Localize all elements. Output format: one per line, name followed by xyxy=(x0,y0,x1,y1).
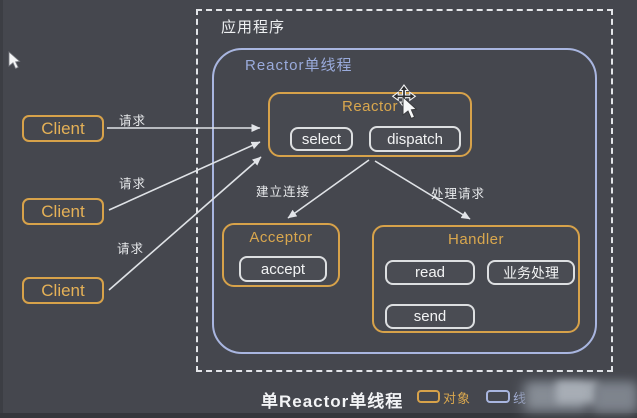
left-edge-shade xyxy=(0,0,3,418)
application-label: 应用程序 xyxy=(221,19,286,36)
watermark-blur-blob xyxy=(556,381,598,403)
watermark-blur-blob xyxy=(594,383,636,411)
client-label: Client xyxy=(41,118,85,138)
client-label: Client xyxy=(41,201,85,221)
legend-object-swatch xyxy=(417,390,440,403)
handler-title: Handler xyxy=(447,231,505,248)
request-label-1: 请求 xyxy=(119,114,147,128)
request-label-3: 请求 xyxy=(117,242,145,256)
client-box-1: Client xyxy=(22,115,104,142)
accept-box: accept xyxy=(239,256,327,282)
legend-thread-swatch xyxy=(486,390,510,403)
reactor-title: Reactor xyxy=(341,98,399,115)
reactor-thread-label: Reactor单线程 xyxy=(245,57,353,74)
read-box: read xyxy=(385,260,475,285)
reactor-box: Reactor select dispatch xyxy=(268,92,472,157)
dispatch-box: dispatch xyxy=(369,126,461,152)
connect-label: 建立连接 xyxy=(256,185,311,199)
diagram-caption: 单Reactor单线程 xyxy=(261,392,404,411)
select-box: select xyxy=(290,127,353,151)
watermark-blur xyxy=(520,379,637,416)
send-box: send xyxy=(385,304,475,329)
request-label-2: 请求 xyxy=(119,177,147,191)
acceptor-title: Acceptor xyxy=(249,229,313,246)
handler-box: Handler read 业务处理 send xyxy=(372,225,580,333)
handle-label: 处理请求 xyxy=(431,187,486,201)
client-label: Client xyxy=(41,280,85,300)
pointer-cursor-icon xyxy=(8,51,21,70)
business-process-box: 业务处理 xyxy=(487,260,575,285)
client-box-2: Client xyxy=(22,198,104,225)
legend-object-label: 对象 xyxy=(443,391,472,406)
bottom-edge-shade xyxy=(0,413,637,418)
acceptor-box: Acceptor accept xyxy=(222,223,340,287)
client-box-3: Client xyxy=(22,277,104,304)
